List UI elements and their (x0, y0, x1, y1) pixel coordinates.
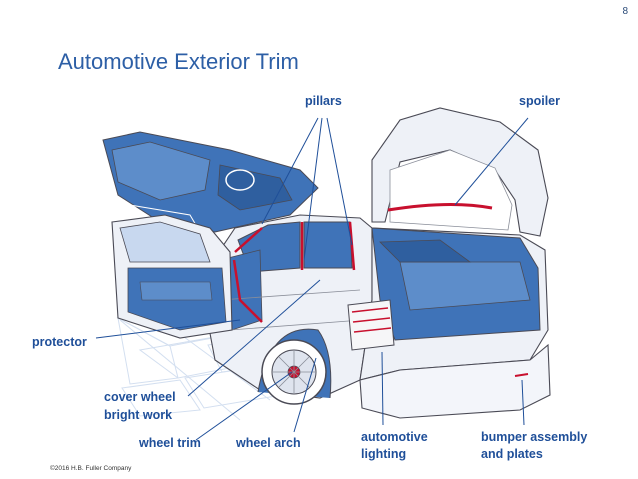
label-bumper-line1: bumper assembly (481, 430, 588, 444)
label-bright-work: bright work (104, 408, 173, 422)
page-title: Automotive Exterior Trim (58, 49, 299, 74)
label-automotive-lighting-line2: lighting (361, 447, 407, 461)
page-number: 8 (622, 6, 628, 17)
open-tailgate (371, 107, 549, 237)
door-protector-trim (232, 259, 263, 323)
label-wheel-trim: wheel trim (139, 436, 201, 450)
label-bumper-line2: and plates (481, 447, 543, 461)
tail-light (347, 299, 395, 351)
spoiler-trim (387, 202, 493, 212)
leader-lines (95, 117, 529, 441)
car-body (199, 214, 551, 419)
label-protector: protector (32, 335, 87, 349)
wheel-assembly (257, 328, 332, 405)
pillar-trim-a (234, 227, 263, 253)
interior-cabin (102, 131, 319, 233)
bumper-reflector (514, 373, 529, 377)
pillar-trim-c (348, 221, 356, 271)
label-spoiler: spoiler (519, 94, 560, 108)
label-cover-wheel: cover wheel (104, 390, 176, 404)
label-pillars: pillars (305, 94, 342, 108)
open-front-door (111, 214, 233, 339)
label-automotive-lighting-line1: automotive (361, 430, 428, 444)
copyright-notice: ©2016 H.B. Fuller Company (50, 465, 132, 472)
label-wheel-arch: wheel arch (236, 436, 301, 450)
